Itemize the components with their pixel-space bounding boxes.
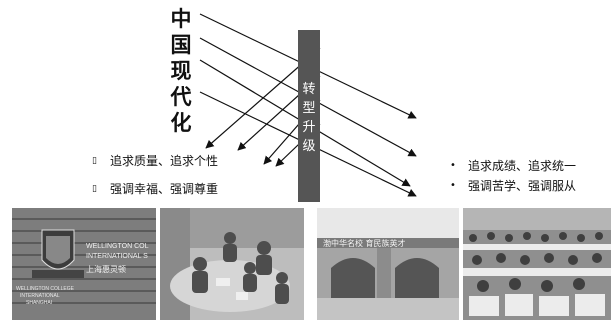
photo-crowded-classroom [463,208,611,320]
sign-text: WELLINGTON COLLEGE [16,286,75,292]
bar-label: 转 型 升 级 [298,80,320,156]
bullet-icon: • [450,180,456,191]
gate-sign-text: 渤中华名校 育民族英才 [323,238,406,248]
photo-school-gate: 渤中华名校 育民族英才 [317,208,459,320]
item-text: 强调幸福、强调尊重 [110,182,219,196]
sign-text: WELLINGTON COL [86,243,149,250]
bullet-icon: • [450,160,456,171]
list-item: ▯ 强调幸福、强调尊重 [92,181,218,197]
left-list: ▯ 追求质量、追求个性 ▯ 强调幸福、强调尊重 [92,153,218,209]
list-item: • 追求成绩、追求统一 [450,158,576,174]
sign-text: SHANGHAI [26,300,52,306]
sign-text: 上海惠灵顿 [86,264,126,274]
item-text: 追求质量、追求个性 [110,154,219,168]
transformation-bar [298,30,320,202]
sign-text: INTERNATIONAL S [86,253,148,260]
title-char: 中 [170,6,192,31]
list-item: • 强调苦学、强调服从 [450,178,576,194]
bullet-icon: ▯ [92,156,97,166]
title-column: 中 国 现 代 化 [166,6,196,136]
title-char: 代 [170,84,192,109]
bar-char: 级 [302,139,316,154]
bar-char: 型 [302,101,316,116]
sign-text: INTERNATIONAL [20,293,60,299]
list-item: ▯ 追求质量、追求个性 [92,153,218,169]
photo-school-building: WELLINGTON COL INTERNATIONAL S 上海惠灵顿 WEL… [12,208,156,320]
item-text: 追求成绩、追求统一 [468,159,577,173]
photo-strip: WELLINGTON COL INTERNATIONAL S 上海惠灵顿 WEL… [12,208,611,320]
title-char: 国 [170,32,192,57]
title-char: 化 [170,110,192,135]
photo-children-playing [160,208,304,320]
bar-char: 转 [302,82,316,97]
bullet-icon: ▯ [92,184,97,194]
right-list: • 追求成绩、追求统一 • 强调苦学、强调服从 [450,158,576,198]
bar-char: 升 [302,120,316,135]
title-char: 现 [170,58,192,83]
item-text: 强调苦学、强调服从 [468,179,577,193]
